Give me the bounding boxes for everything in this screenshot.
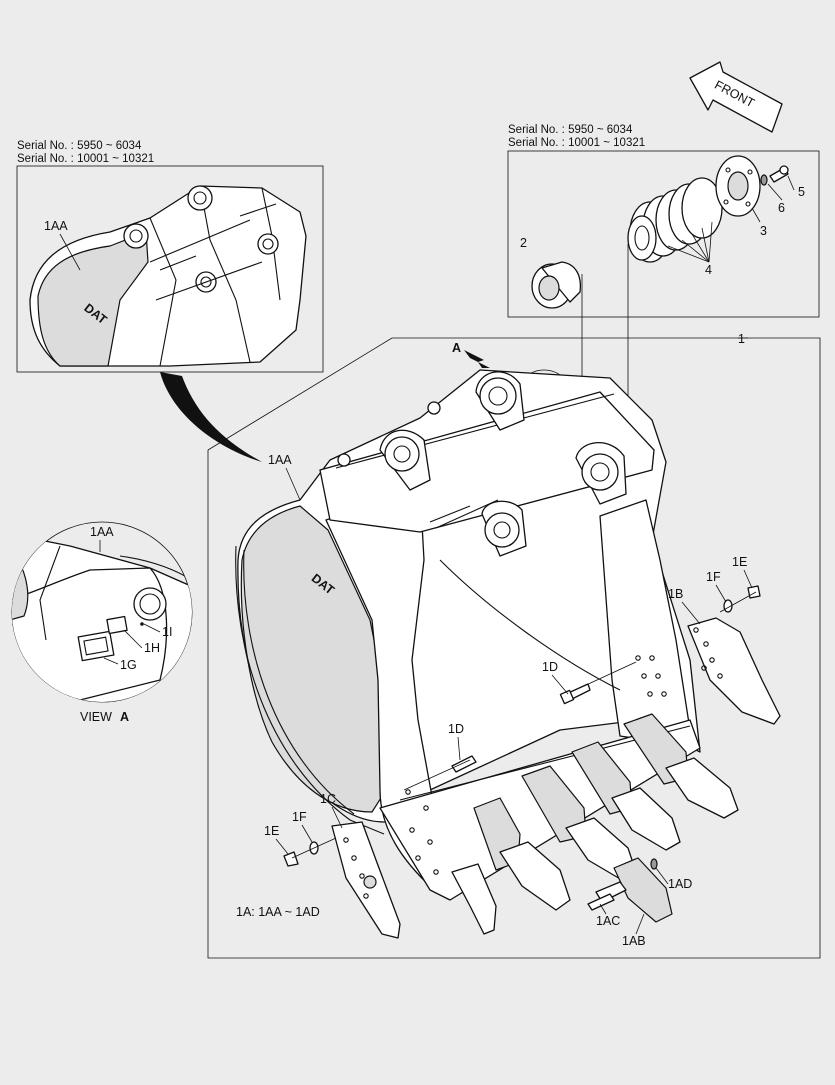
main-assembly-frame bbox=[207, 337, 821, 959]
callout-4: 4 bbox=[705, 263, 712, 277]
detail-box-left bbox=[16, 165, 324, 373]
serial-right-line2: Serial No. : 10001 ~ 10321 bbox=[508, 137, 645, 149]
detail-bucket-upper: DAT bbox=[29, 185, 307, 367]
callout-1AA-view: 1AA bbox=[90, 525, 114, 539]
serial-right-line1: Serial No. : 5950 ~ 6034 bbox=[508, 124, 633, 136]
callout-3: 3 bbox=[760, 224, 767, 238]
hardware-left bbox=[283, 755, 477, 867]
view-a-marker: A bbox=[452, 341, 461, 355]
view-label-letter: A bbox=[120, 710, 129, 724]
callout-1F-right: 1F bbox=[706, 570, 721, 584]
shim-stack bbox=[627, 177, 723, 263]
assembly-note: 1A: 1AA ~ 1AD bbox=[236, 905, 320, 919]
front-direction-arrow: FRONT bbox=[689, 61, 783, 133]
callout-1E-right: 1E bbox=[732, 555, 747, 569]
callout-6: 6 bbox=[778, 201, 785, 215]
side-cutter-left bbox=[331, 821, 401, 939]
hardware-right bbox=[559, 585, 761, 705]
view-a-arrow bbox=[464, 350, 490, 368]
callout-1H: 1H bbox=[144, 641, 160, 655]
serial-left-line2: Serial No. : 10001 ~ 10321 bbox=[17, 153, 154, 165]
callout-1AA-detail: 1AA bbox=[44, 219, 68, 233]
callout-1: 1 bbox=[738, 332, 745, 346]
view-a-detail bbox=[11, 521, 193, 703]
tooth-pin bbox=[587, 893, 615, 911]
view-label-prefix: VIEW bbox=[80, 710, 112, 724]
callout-1E-left: 1E bbox=[264, 824, 279, 838]
callout-1G: 1G bbox=[120, 658, 137, 672]
bucket-teeth bbox=[451, 713, 739, 935]
serial-left-line1: Serial No. : 5950 ~ 6034 bbox=[17, 140, 142, 152]
detail-leader-curve bbox=[160, 372, 262, 462]
detail-box-right bbox=[507, 150, 820, 318]
pin-bushing-assembly bbox=[531, 155, 795, 460]
side-cutter-right bbox=[687, 617, 781, 725]
callout-1D-left: 1D bbox=[448, 722, 464, 736]
callout-1D-right: 1D bbox=[542, 660, 558, 674]
callout-1AC: 1AC bbox=[596, 914, 620, 928]
callout-1B: 1B bbox=[668, 587, 683, 601]
callout-1I: 1I bbox=[162, 625, 172, 639]
callout-1C: 1C bbox=[320, 792, 336, 806]
callout-5: 5 bbox=[798, 185, 805, 199]
callout-1AB: 1AB bbox=[622, 934, 646, 948]
callout-2: 2 bbox=[520, 236, 527, 250]
callout-1AD: 1AD bbox=[668, 877, 692, 891]
bucket-body: DAT bbox=[235, 369, 701, 901]
callout-1AA-main: 1AA bbox=[268, 453, 292, 467]
callout-1F-left: 1F bbox=[292, 810, 307, 824]
